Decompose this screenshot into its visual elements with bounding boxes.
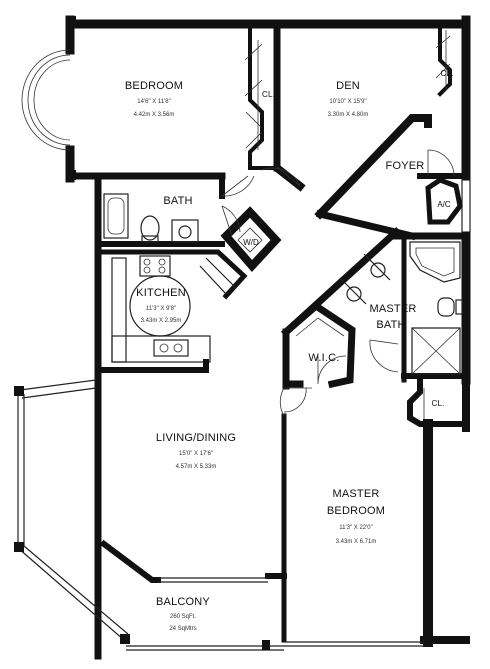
kitchen-dim-ft: 11'3" X 9'8" xyxy=(146,306,176,312)
balcony-slider-left xyxy=(99,539,161,583)
master-sink-1 xyxy=(370,262,386,278)
balcony-area-ft: 260 SqFt. xyxy=(170,614,196,620)
bedroom-bay-window xyxy=(21,49,71,151)
living-dining-dim-m: 4.57m X 5.33m xyxy=(176,464,217,470)
living-window-top xyxy=(19,379,97,399)
wd-closet xyxy=(220,206,282,272)
master-bedroom-label-1: MASTER xyxy=(332,488,379,500)
bedroom-dim-ft: 14'6" X 11'8" xyxy=(137,99,170,105)
ac-closet xyxy=(425,177,463,225)
bedroom-door xyxy=(221,175,255,197)
den-door xyxy=(261,165,301,187)
kitchen-dim-m: 3.43m X 2.95m xyxy=(141,318,182,324)
den-dim-m: 3.30m X 4.80m xyxy=(328,112,369,118)
wic-wall xyxy=(281,301,356,389)
den-closet-wall xyxy=(437,22,452,97)
ac-label: A/C xyxy=(437,200,451,209)
den-diagonal-wall xyxy=(314,114,432,220)
kitchen-counter-left xyxy=(111,257,127,363)
kitchen-island xyxy=(129,275,191,337)
master-bath-door xyxy=(369,339,399,373)
kitchen-bottom-wall xyxy=(101,359,209,373)
kitchen-sink xyxy=(153,339,189,357)
living-window-bottom xyxy=(17,545,129,641)
master-bath-label-1: MASTER xyxy=(369,303,416,315)
master-bath-label-2: BATH xyxy=(376,319,405,331)
bath-sink-vanity xyxy=(171,219,199,243)
master-bedroom-label-2: BEDROOM xyxy=(327,505,385,517)
living-dining-label: LIVING/DINING xyxy=(156,432,236,444)
master-bedroom-door xyxy=(279,387,312,417)
toilet xyxy=(140,215,160,241)
stove xyxy=(139,255,171,277)
wd-label: W/D xyxy=(243,238,259,247)
bedroom-closet-label: CL. xyxy=(262,90,275,99)
living-dining-dim-ft: 15'0" X 17'6" xyxy=(179,451,213,457)
kitchen-label: KITCHEN xyxy=(136,287,186,299)
foyer-label: FOYER xyxy=(386,160,425,172)
entry-door xyxy=(427,149,455,177)
bath-label: BATH xyxy=(163,195,192,207)
master-bedroom-dim-m: 3.43m X 6.71m xyxy=(336,539,377,545)
kitchen-top-wall xyxy=(101,249,248,300)
master-closet-label: CL. xyxy=(431,399,444,408)
master-sink-2 xyxy=(346,286,362,302)
den-dim-ft: 10'10" X 15'9" xyxy=(329,99,366,105)
den-closet-label: CL. xyxy=(440,69,453,78)
master-bath-tub xyxy=(409,241,461,283)
bath-door xyxy=(221,205,241,237)
balcony-label: BALCONY xyxy=(156,596,210,608)
bedroom-label: BEDROOM xyxy=(125,80,183,92)
wic-label: W.I.C. xyxy=(308,352,339,364)
bedroom-dim-m: 4.42m X 3.56m xyxy=(134,112,175,118)
wic-door xyxy=(317,355,347,385)
balcony-railing xyxy=(126,645,284,651)
master-toilet xyxy=(437,297,455,317)
living-window-left xyxy=(17,392,25,548)
bedroom-closet-wall xyxy=(248,22,279,170)
den-label: DEN xyxy=(336,80,360,92)
master-bedroom-dim-ft: 11'3" X 22'0" xyxy=(339,525,372,531)
balcony-area-m: 24 SqMtrs xyxy=(169,626,196,632)
bathtub xyxy=(103,193,129,239)
